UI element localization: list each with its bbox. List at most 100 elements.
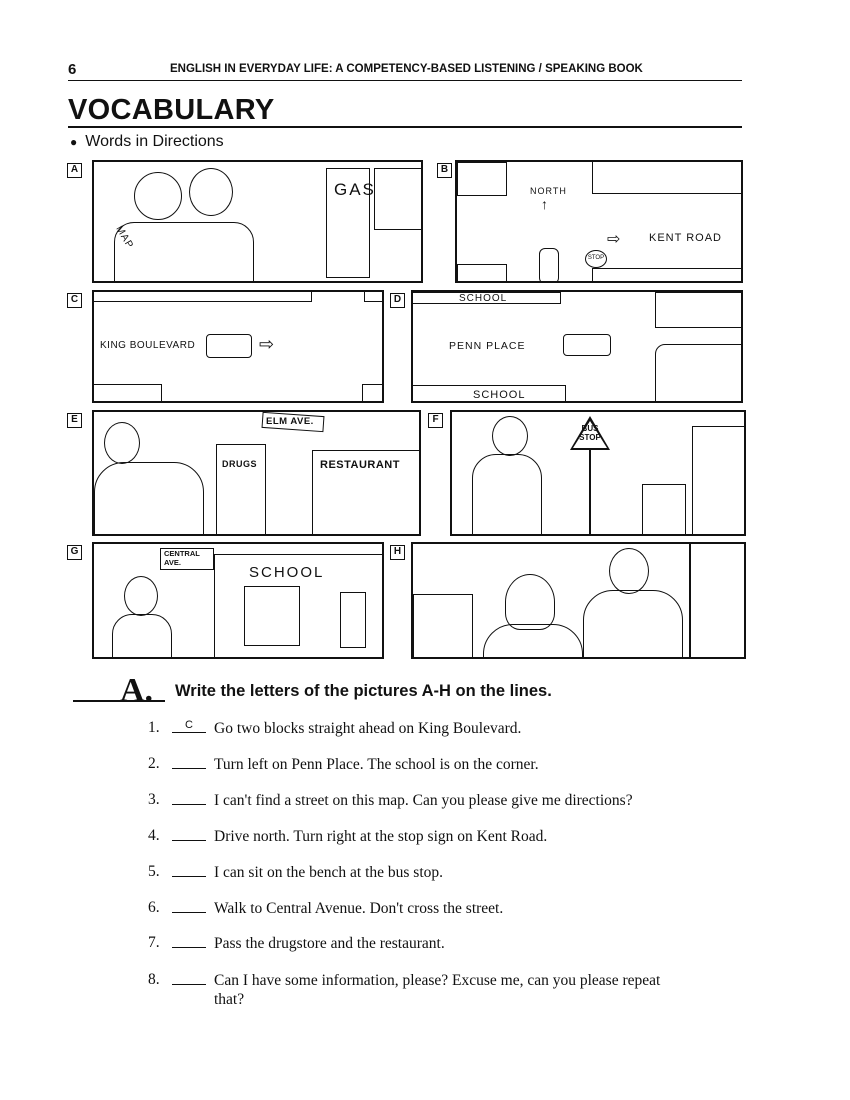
sign-restaurant: RESTAURANT: [320, 459, 400, 471]
people-bodies: [94, 462, 204, 534]
truck: [563, 334, 611, 356]
building: [692, 426, 744, 534]
person-body: [112, 614, 172, 657]
page-title: VOCABULARY: [68, 94, 275, 126]
picture-h: [411, 542, 746, 659]
sign-school: SCHOOL: [459, 293, 508, 304]
person-head: [124, 576, 158, 616]
right-arrow-icon: ⇨: [259, 334, 276, 354]
exercise-item: 8. Can I have some information, please? E…: [148, 971, 684, 1009]
gas-pump: [326, 168, 370, 278]
item-number: 7.: [148, 934, 160, 951]
wall-edge: [689, 544, 691, 657]
church: [655, 292, 741, 328]
school-building: [413, 385, 566, 401]
sign-penn-place: PENN PLACE: [449, 340, 526, 352]
panel-label-d: D: [390, 293, 405, 308]
page-number: 6: [68, 61, 77, 78]
people-bodies: [114, 222, 254, 281]
sign-drugs: DRUGS: [222, 459, 258, 469]
sign-school: SCHOOL: [473, 389, 526, 401]
truck: [206, 334, 252, 358]
man-head: [609, 548, 649, 594]
answer-blank[interactable]: C: [172, 719, 206, 733]
item-number: 5.: [148, 863, 160, 880]
restaurant: [312, 450, 419, 534]
picture-d: SCHOOL PENN PLACE SCHOOL: [411, 290, 743, 403]
answer-blank[interactable]: [172, 934, 206, 948]
sign-bus-stop: BUS STOP: [579, 424, 601, 442]
item-text: Drive north. Turn right at the stop sign…: [214, 828, 548, 845]
item-text: Can I have some information, please? Exc…: [214, 972, 661, 1008]
panel-label-b: B: [437, 163, 452, 178]
picture-f: BUS STOP: [450, 410, 746, 536]
person-body: [472, 454, 542, 534]
item-number: 8.: [148, 971, 160, 988]
park: [655, 344, 741, 401]
woman-head: [505, 574, 555, 630]
answer-blank[interactable]: [172, 791, 206, 805]
north-arrow-icon: ↑: [541, 196, 549, 212]
panel-label-h: H: [390, 545, 405, 560]
sign-pole: [589, 450, 591, 534]
item-text: Go two blocks straight ahead on King Bou…: [214, 720, 522, 737]
exercise-item: 3.I can't find a street on this map. Can…: [148, 791, 714, 810]
curb: [592, 268, 741, 281]
header-rule: [68, 80, 742, 81]
window: [244, 586, 300, 646]
building: [457, 162, 507, 196]
sign-north: NORTH: [530, 186, 567, 196]
answer-blank[interactable]: [172, 827, 206, 841]
sign-school: SCHOOL: [249, 564, 325, 581]
exercise-instruction: Write the letters of the pictures A-H on…: [175, 682, 552, 700]
item-number: 4.: [148, 827, 160, 844]
bullet-icon: ●: [70, 135, 78, 149]
stop-sign-text: STOP: [587, 255, 605, 261]
item-number: 6.: [148, 899, 160, 916]
subtitle: ●Words in Directions: [70, 133, 224, 151]
sign-elm-ave: ELM AVE.: [266, 416, 314, 427]
picture-c: KING BOULEVARD ⇨: [92, 290, 384, 403]
running-head: ENGLISH IN EVERYDAY LIFE: A COMPETENCY-B…: [170, 63, 643, 75]
item-text: I can sit on the bench at the bus stop.: [214, 864, 444, 881]
title-rule: [68, 126, 742, 128]
school-building: [413, 292, 561, 304]
answer-blank[interactable]: [172, 899, 206, 913]
section-letter: A.: [120, 672, 154, 709]
person-head: [104, 422, 140, 464]
answer-blank[interactable]: [172, 971, 206, 985]
man-body: [583, 590, 683, 657]
item-text: Walk to Central Avenue. Don't cross the …: [214, 900, 504, 917]
right-arrow-icon: ⇨: [607, 231, 622, 248]
stop-sign: STOP: [585, 250, 607, 268]
panel-label-a: A: [67, 163, 82, 178]
item-text: Turn left on Penn Place. The school is o…: [214, 756, 539, 773]
person-head: [189, 168, 233, 216]
answer-blank[interactable]: [172, 755, 206, 769]
section-rule: [73, 700, 165, 702]
panel-label-c: C: [67, 293, 82, 308]
block: [94, 384, 162, 401]
building: [592, 162, 741, 194]
exercise-item: 5. I can sit on the bench at the bus stop…: [148, 863, 714, 882]
exercise-item: 7. Pass the drugstore and the restaurant.: [148, 934, 714, 953]
panel-label-f: F: [428, 413, 443, 428]
sign-gas: GAS: [334, 180, 376, 199]
counter: [413, 594, 473, 657]
person-head: [134, 172, 182, 220]
exercise-item: 2.Turn left on Penn Place. The school is…: [148, 755, 714, 774]
sign-central-ave: CENTRAL AVE.: [164, 549, 200, 567]
woman-body: [483, 624, 583, 657]
person-head: [492, 416, 528, 456]
item-text: I can't find a street on this map. Can y…: [214, 792, 633, 809]
street-sign: [160, 548, 214, 570]
panel-label-e: E: [67, 413, 82, 428]
picture-a: GAS MAP: [92, 160, 423, 283]
block: [94, 292, 312, 302]
building: [642, 484, 686, 534]
picture-e: DRUGS ELM AVE. RESTAURANT: [92, 410, 421, 536]
answer-blank[interactable]: [172, 863, 206, 877]
building: [374, 168, 421, 230]
item-text: Pass the drugstore and the restaurant.: [214, 935, 445, 952]
